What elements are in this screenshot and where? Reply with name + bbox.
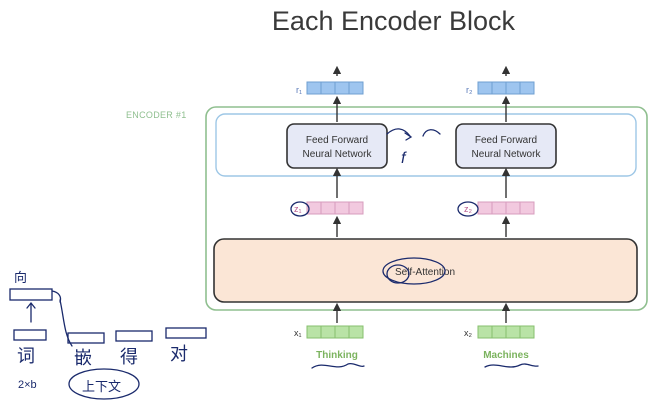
input-vector-left: [306, 325, 364, 339]
left-handwritten-bottom: 上下文: [82, 379, 121, 394]
intermediate-vector-right: [477, 201, 535, 215]
flow-arrows: [332, 65, 511, 323]
intermediate-label-left: z₁: [294, 204, 302, 214]
input-label-left: x₁: [294, 328, 302, 338]
left-handwritten-word-1: 词: [17, 346, 35, 366]
word-label-right: Machines: [483, 350, 529, 361]
left-handwritten-dim: 2×b: [18, 379, 37, 391]
input-label-right: x₂: [464, 328, 473, 338]
output-label-right: r₂: [466, 85, 473, 95]
intermediate-label-right: z₂: [464, 204, 473, 214]
ffn-handwritten-f: f: [401, 150, 407, 167]
output-label-left: r₁: [296, 85, 302, 95]
left-handwritten-word-2: 嵌: [74, 348, 92, 368]
intermediate-vector-left: [306, 201, 364, 215]
encoder-frame: [205, 106, 648, 311]
self-attention-label: Self-Attention: [395, 267, 455, 278]
ffn-left-line2: Neural Network: [303, 149, 373, 160]
left-handwritten-word-4: 对: [170, 344, 188, 364]
left-handwritten-top: 向: [14, 270, 27, 285]
ffn-box-right: [455, 123, 557, 169]
output-vector-left: [306, 81, 364, 95]
self-attention-box: [213, 238, 638, 303]
input-vector-right: [477, 325, 535, 339]
encoder-label: ENCODER #1: [126, 110, 187, 120]
ffn-right-line1: Feed Forward: [475, 135, 537, 146]
output-vector-right: [477, 81, 535, 95]
word-label-left: Thinking: [316, 350, 358, 361]
ffn-left-line1: Feed Forward: [306, 135, 368, 146]
ffn-right-line2: Neural Network: [472, 149, 542, 160]
handwritten-annotations: [9, 128, 539, 400]
ffn-panel: [215, 113, 637, 177]
ffn-box-left: [286, 123, 388, 169]
diagram-title: Each Encoder Block: [271, 6, 516, 36]
left-handwritten-word-3: 得: [120, 347, 138, 367]
